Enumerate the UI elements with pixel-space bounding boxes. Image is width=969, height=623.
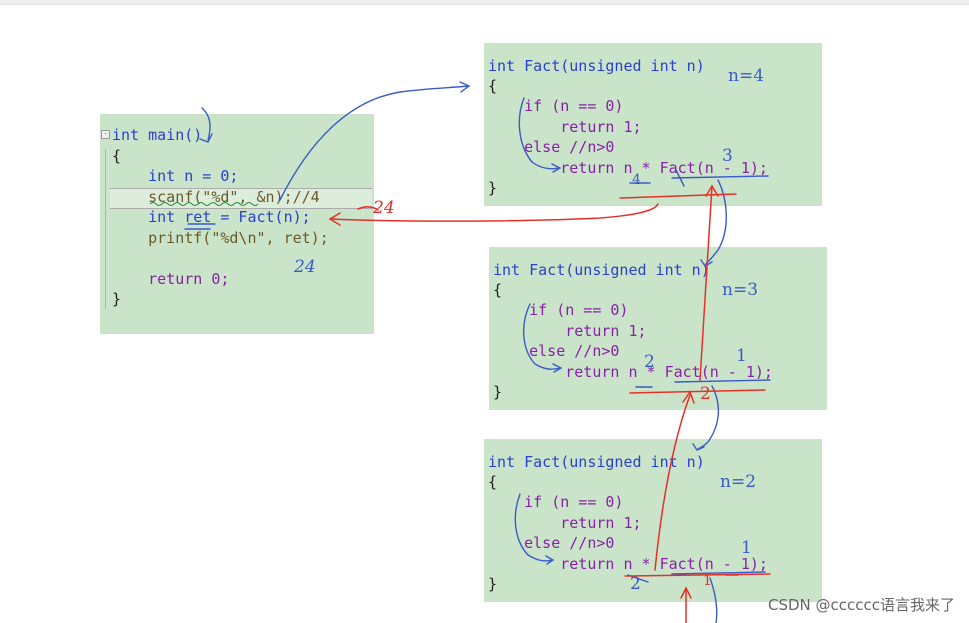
- label-n4: n=4: [728, 66, 765, 86]
- mark-p2-above2: 1: [736, 346, 747, 366]
- mark-p1-below: 4: [632, 172, 641, 188]
- fact-open-brace[interactable]: {: [488, 473, 498, 491]
- fact-if-text: if (n == 0): [493, 301, 629, 319]
- watermark-text: CSDN @cccccc语言我来了: [767, 596, 955, 614]
- label-n3: n=3: [722, 280, 759, 300]
- fact-close-brace[interactable]: }: [488, 179, 498, 197]
- code-line-ret[interactable]: int ret = Fact(n);: [112, 207, 311, 228]
- fact-if-text: if (n == 0): [488, 493, 624, 511]
- fact-return-1-text: return 1;: [488, 514, 642, 532]
- fact-if[interactable]: if (n == 0): [488, 492, 623, 513]
- fact-return-rec-text: return n * Fact(n - 1);: [493, 363, 773, 381]
- mark-p1-above: 3: [722, 146, 733, 166]
- fact-if-text: if (n == 0): [488, 97, 624, 115]
- label-n2: n=2: [720, 472, 757, 492]
- return-text: return 0;: [112, 270, 230, 288]
- collapse-toggle-icon[interactable]: -: [101, 130, 110, 139]
- code-line-close-brace[interactable]: }: [112, 290, 122, 308]
- fact-decl-text: int Fact(unsigned int n): [488, 57, 705, 75]
- fact-return-rec[interactable]: return n * Fact(n - 1);: [488, 554, 768, 575]
- fact-return-1[interactable]: return 1;: [488, 117, 642, 138]
- mark-p2-above: 2: [644, 352, 655, 372]
- mark-red-24: 24: [373, 198, 395, 218]
- mark-p3-below2: 1: [703, 573, 712, 589]
- fact-open-brace[interactable]: {: [488, 77, 498, 95]
- fact-else[interactable]: else //n>0: [493, 341, 619, 362]
- fact-panel-n2: int Fact(unsigned int n) { if (n == 0) r…: [484, 439, 822, 602]
- fact-return-1-text: return 1;: [488, 118, 642, 136]
- code-line-scanf[interactable]: scanf("%d", &n);//4: [112, 187, 320, 208]
- kw-int: int main(): [112, 126, 203, 144]
- fact-decl[interactable]: int Fact(unsigned int n): [493, 260, 710, 281]
- fact-else[interactable]: else //n>0: [488, 137, 614, 158]
- fact-return-rec[interactable]: return n * Fact(n - 1);: [493, 362, 773, 383]
- code-line-return[interactable]: return 0;: [112, 269, 229, 290]
- mark-ret-24: 24: [294, 257, 316, 277]
- fact-decl[interactable]: int Fact(unsigned int n): [488, 452, 705, 473]
- fact-else-text: else //n>0: [493, 342, 620, 360]
- fact-return-1[interactable]: return 1;: [488, 513, 642, 534]
- printf-text: printf("%d\n", ret);: [112, 229, 329, 247]
- code-line-main-decl[interactable]: int main(): [112, 125, 202, 146]
- fact-open-brace[interactable]: {: [493, 281, 503, 299]
- mark-p2-below: 2: [700, 384, 711, 404]
- fact-decl-text: int Fact(unsigned int n): [493, 261, 710, 279]
- code-line-decl-n[interactable]: int n = 0;: [112, 166, 238, 187]
- fact-else-text: else //n>0: [488, 138, 615, 156]
- fact-close-brace[interactable]: }: [488, 575, 498, 593]
- fact-panel-n4: int Fact(unsigned int n) { if (n == 0) r…: [484, 43, 822, 206]
- fact-decl-text: int Fact(unsigned int n): [488, 453, 705, 471]
- fact-return-rec-text: return n * Fact(n - 1);: [488, 555, 768, 573]
- mark-p3-above: 1: [741, 538, 752, 558]
- window-top-edge: [0, 0, 969, 5]
- fact-return-rec[interactable]: return n * Fact(n - 1);: [488, 158, 768, 179]
- main-code-panel: - int main() { int n = 0; scanf("%d", &n…: [100, 114, 374, 334]
- fact-if[interactable]: if (n == 0): [488, 96, 623, 117]
- fact-panel-n3: int Fact(unsigned int n) { if (n == 0) r…: [489, 247, 827, 410]
- fact-else-text: else //n>0: [488, 534, 615, 552]
- decl-n-text: int n = 0;: [112, 167, 239, 185]
- code-line-printf[interactable]: printf("%d\n", ret);: [112, 228, 329, 249]
- fact-decl[interactable]: int Fact(unsigned int n): [488, 56, 705, 77]
- scanf-text: scanf("%d", &n);//4: [112, 188, 320, 206]
- mark-p3-below: 2: [630, 574, 641, 594]
- fact-return-rec-text: return n * Fact(n - 1);: [488, 159, 768, 177]
- fact-close-brace[interactable]: }: [493, 383, 503, 401]
- fact-else[interactable]: else //n>0: [488, 533, 614, 554]
- fact-return-1-text: return 1;: [493, 322, 647, 340]
- fact-if[interactable]: if (n == 0): [493, 300, 628, 321]
- ret-text: int ret = Fact(n);: [112, 208, 311, 226]
- call-arrowhead: [459, 81, 471, 93]
- indent-guide: [105, 149, 106, 309]
- fact-return-1[interactable]: return 1;: [493, 321, 647, 342]
- code-line-open-brace[interactable]: {: [112, 147, 122, 165]
